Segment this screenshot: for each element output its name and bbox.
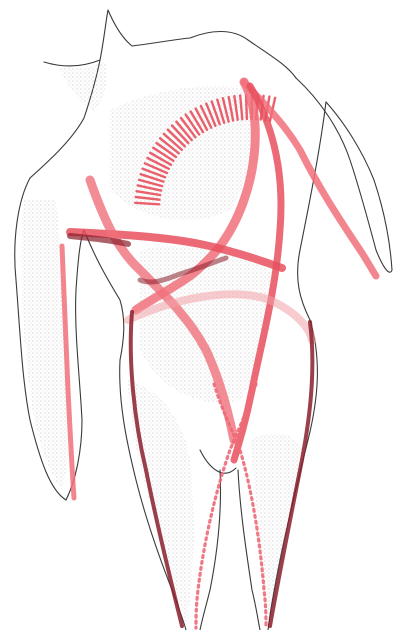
torso-right-outline <box>298 102 326 320</box>
crotch-outline <box>200 450 236 473</box>
hatch-stroke <box>135 203 159 205</box>
shading-head <box>60 60 106 112</box>
shading-chest <box>110 86 255 220</box>
shading-left-arm <box>21 200 70 490</box>
